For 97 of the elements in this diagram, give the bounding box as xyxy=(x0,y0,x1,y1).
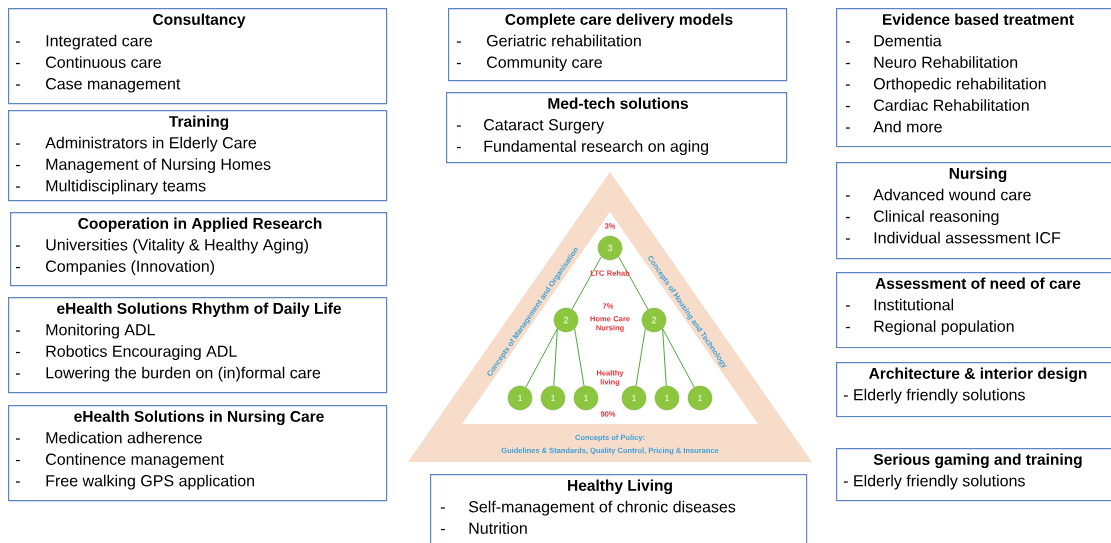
list-item: - Elderly friendly solutions xyxy=(843,474,1025,490)
box-heading: Med-tech solutions xyxy=(548,97,688,109)
list-dash: - xyxy=(15,459,20,462)
list-dash: - xyxy=(845,127,850,129)
pyramid-triangle xyxy=(408,172,812,462)
list-item: Management of Nursing Homes xyxy=(46,158,271,174)
list-item: Continence management xyxy=(46,453,224,469)
connector-line xyxy=(553,328,558,387)
list-item: Fundamental research on aging xyxy=(484,140,709,156)
text-box xyxy=(836,448,1111,502)
list-item: Administrators in Elderly Care xyxy=(45,136,257,152)
box-heading: Consultancy xyxy=(153,13,246,28)
box-heading: Healthy Living xyxy=(568,479,672,495)
connector-line xyxy=(662,328,695,388)
list-item: Nutrition xyxy=(469,522,527,534)
list-dash: - xyxy=(15,351,20,354)
list-dash: - xyxy=(440,507,445,509)
list-dash: - xyxy=(15,330,20,332)
box-heading: Cooperation in Applied Research xyxy=(78,217,322,232)
list-item: Lowering the burden on (in)formal care xyxy=(46,366,321,382)
list-item: Clinical reasoning xyxy=(874,210,999,226)
list-dash: - xyxy=(15,245,20,247)
text-box xyxy=(836,362,1111,418)
list-dash: - xyxy=(440,528,445,531)
list-dash: - xyxy=(845,84,850,86)
list-item: Cardiac Rehabilitation xyxy=(874,99,1029,111)
list-dash: - xyxy=(845,195,850,197)
text-box xyxy=(8,297,388,394)
list-item: Medication adherence xyxy=(46,431,202,444)
connector-line xyxy=(525,328,558,388)
list-item: Cataract Surgery xyxy=(484,119,605,134)
list-item: Institutional xyxy=(874,298,954,311)
connector-line xyxy=(618,256,649,310)
list-item: Self-management of chronic diseases xyxy=(468,500,736,516)
box-heading: Nursing xyxy=(949,167,1007,183)
text-box xyxy=(430,473,808,543)
list-item: Orthopedic rehabilitation xyxy=(873,77,1046,93)
text-box xyxy=(8,405,388,502)
box-heading: Architecture & interior design xyxy=(869,367,1087,383)
list-item: Case management xyxy=(46,78,181,93)
list-item: Free walking GPS application xyxy=(46,474,254,490)
list-item: Neuro Rehabilitation xyxy=(874,56,1018,68)
list-dash: - xyxy=(845,41,850,43)
list-item: Monitoring ADL xyxy=(46,323,155,339)
box-heading: Serious gaming and training xyxy=(873,453,1082,469)
list-dash: - xyxy=(15,164,20,167)
list-dash: - xyxy=(15,41,20,43)
connector-line xyxy=(662,328,667,387)
list-item: Universities (Vitality & Healthy Aging) xyxy=(46,238,308,254)
list-dash: - xyxy=(15,373,20,375)
list-dash: - xyxy=(456,146,461,149)
list-dash: - xyxy=(15,143,20,145)
list-item: Dementia xyxy=(874,34,942,47)
list-dash: - xyxy=(15,266,20,269)
text-box xyxy=(448,8,788,82)
list-dash: - xyxy=(15,481,20,483)
list-dash: - xyxy=(15,84,20,86)
text-box xyxy=(446,92,788,164)
list-item: Advanced wound care xyxy=(873,188,1031,201)
box-heading: Training xyxy=(169,115,229,131)
list-item: Companies (Innovation) xyxy=(46,260,215,276)
list-item: Integrated care xyxy=(46,34,153,50)
list-dash: - xyxy=(456,125,461,127)
list-item: Continuous care xyxy=(46,56,161,68)
list-dash: - xyxy=(845,105,850,108)
list-dash: - xyxy=(845,216,850,219)
box-heading: eHealth Solutions Rhythm of Daily Life xyxy=(57,302,341,317)
connector-line xyxy=(571,256,602,310)
text-box xyxy=(836,272,1111,349)
list-item: Geriatric rehabilitation xyxy=(487,34,641,47)
list-dash: - xyxy=(456,62,461,65)
box-heading: Assessment of need of care xyxy=(875,277,1081,289)
list-dash: - xyxy=(456,41,461,43)
connector-line xyxy=(574,328,585,387)
box-heading: eHealth Solutions in Nursing Care xyxy=(74,410,324,426)
list-dash: - xyxy=(15,438,20,440)
text-box xyxy=(8,110,388,202)
list-dash: - xyxy=(845,305,850,307)
list-dash: - xyxy=(845,62,850,65)
list-dash: - xyxy=(15,186,20,188)
box-heading: Evidence based treatment xyxy=(883,13,1074,25)
box-heading: Complete care delivery models xyxy=(505,13,733,28)
text-box xyxy=(8,8,388,105)
list-item: Multidisciplinary teams xyxy=(46,179,206,195)
list-item: Regional population xyxy=(874,320,1014,336)
list-item: And more xyxy=(873,120,942,133)
list-item: Individual assessment ICF xyxy=(874,231,1061,244)
list-item: - Elderly friendly solutions xyxy=(843,388,1025,404)
list-dash: - xyxy=(15,62,20,65)
list-item: Community care xyxy=(487,56,602,72)
list-dash: - xyxy=(845,238,850,240)
text-box xyxy=(10,212,388,287)
text-box xyxy=(836,8,1111,148)
list-item: Robotics Encouraging ADL xyxy=(46,345,237,361)
connector-line xyxy=(635,328,646,387)
list-dash: - xyxy=(845,326,850,329)
text-box xyxy=(836,162,1111,260)
